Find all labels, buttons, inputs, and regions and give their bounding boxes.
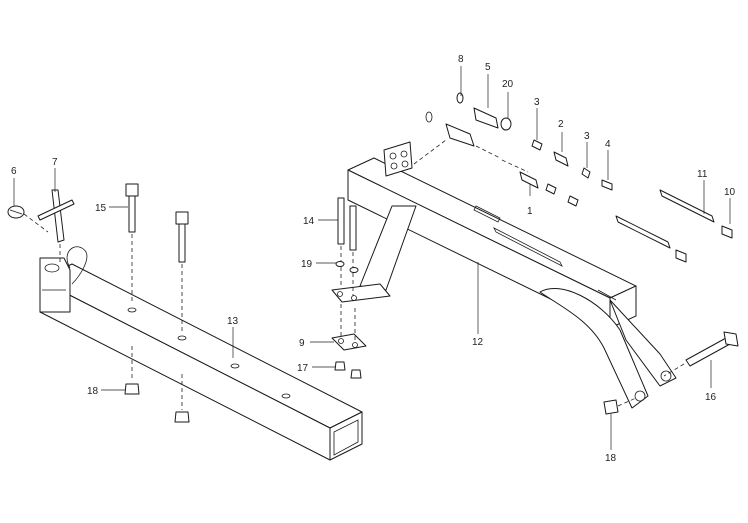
callout-12: 12 bbox=[472, 337, 484, 348]
plate-top bbox=[331, 283, 391, 303]
fitting-row bbox=[413, 92, 613, 207]
callout-18-b: 18 bbox=[605, 453, 617, 464]
hose-11 bbox=[615, 189, 715, 249]
callout-4: 4 bbox=[605, 139, 611, 150]
callout-10: 10 bbox=[724, 187, 736, 198]
callout-labels: 1 2 3 3 4 5 6 7 8 9 10 11 12 13 14 15 16… bbox=[11, 54, 736, 464]
washer-19 bbox=[335, 261, 359, 273]
tube-13 bbox=[39, 257, 363, 461]
hair-pin-clip bbox=[66, 246, 88, 285]
callout-8: 8 bbox=[458, 54, 464, 65]
frame-12 bbox=[347, 141, 677, 409]
callout-2: 2 bbox=[558, 119, 564, 130]
callout-9: 9 bbox=[299, 338, 305, 349]
callout-17: 17 bbox=[297, 363, 309, 374]
callout-6: 6 bbox=[11, 166, 17, 177]
callout-16: 16 bbox=[705, 392, 717, 403]
callout-13: 13 bbox=[227, 316, 239, 327]
nut-17 bbox=[334, 361, 362, 379]
callout-14: 14 bbox=[303, 216, 315, 227]
bolt-16 bbox=[663, 331, 739, 377]
elbow-10 bbox=[675, 225, 733, 263]
bolt-15-a bbox=[125, 183, 139, 304]
plate-9 bbox=[331, 304, 367, 351]
bolt-15-b bbox=[175, 211, 189, 332]
bolt-14-b bbox=[349, 205, 357, 296]
bolt-14-a bbox=[337, 197, 345, 288]
callout-5: 5 bbox=[485, 62, 491, 73]
nut-18-a bbox=[124, 346, 140, 395]
callout-7: 7 bbox=[52, 157, 58, 168]
callout-19: 19 bbox=[301, 259, 313, 270]
callout-1: 1 bbox=[527, 206, 533, 217]
callout-11: 11 bbox=[697, 169, 708, 180]
callout-3-b: 3 bbox=[584, 131, 590, 142]
callout-18-a: 18 bbox=[87, 386, 99, 397]
callout-3-a: 3 bbox=[534, 97, 540, 108]
pin-7 bbox=[37, 189, 75, 262]
nut-18-b bbox=[174, 374, 190, 423]
callout-20: 20 bbox=[502, 79, 514, 90]
leader-lines bbox=[13, 66, 731, 450]
nut-18-c bbox=[603, 397, 637, 415]
lock-clip-6 bbox=[7, 205, 49, 233]
callout-15: 15 bbox=[95, 203, 107, 214]
